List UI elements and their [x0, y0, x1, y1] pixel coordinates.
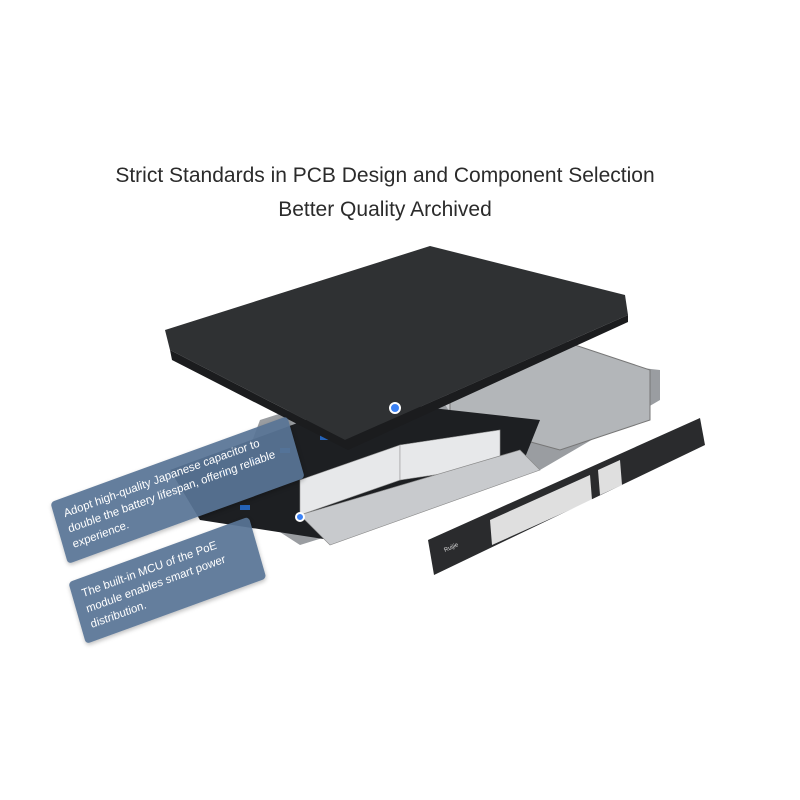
bezel-window: [598, 460, 622, 495]
bezel-window: [490, 475, 592, 545]
front-faceplate: [299, 449, 541, 546]
component-marker: [389, 402, 401, 414]
brand-logo: Ruijie: [443, 542, 460, 554]
component-marker: [295, 512, 305, 522]
subheadline: Better Quality Archived: [278, 198, 492, 221]
headline: Strict Standards in PCB Design and Compo…: [115, 164, 655, 187]
top-cover: [165, 246, 628, 440]
